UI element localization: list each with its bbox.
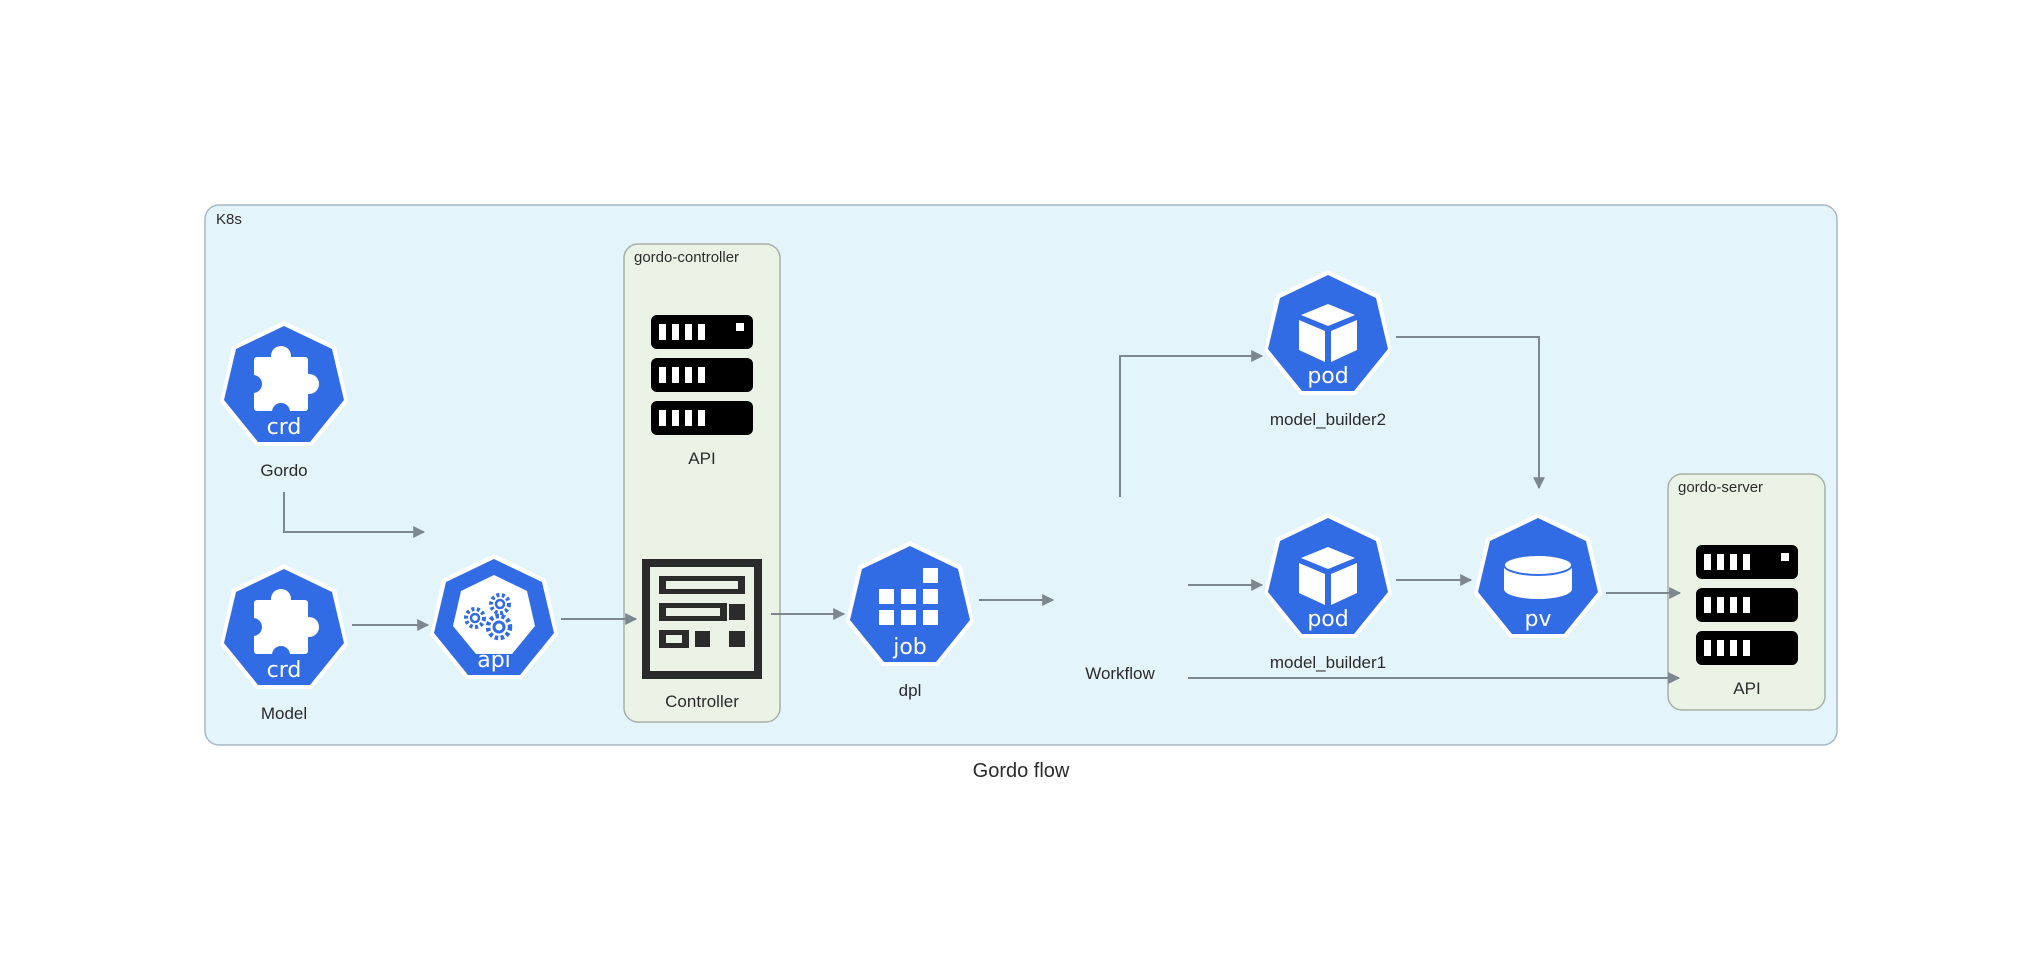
k8s-heptagon-icon	[1268, 275, 1388, 391]
node-model-builder1-label: model_builder1	[1270, 653, 1386, 672]
edge-model-builder2-to-pv	[1396, 336, 1545, 490]
node-pv[interactable]: pv	[1474, 513, 1602, 638]
badge-crd: crd	[267, 415, 302, 440]
node-workflow-label: Workflow	[1085, 664, 1155, 683]
edge-workflow-to-model-builder2	[1119, 350, 1264, 497]
node-model-builder1[interactable]: pod model_builder1	[1264, 513, 1392, 672]
node-workflow[interactable]: Workflow	[1085, 664, 1155, 683]
cluster-gordo-server-label: gordo-server	[1678, 479, 1763, 496]
node-server-api[interactable]: API	[1696, 545, 1798, 698]
cluster-k8s-label: K8s	[216, 211, 242, 228]
node-model-label: Model	[261, 704, 307, 723]
cluster-k8s: K8s	[204, 204, 1838, 746]
node-api[interactable]: api	[430, 554, 558, 679]
node-dpl[interactable]: job dpl	[846, 541, 974, 700]
badge-pod: pod	[1307, 364, 1348, 389]
cube-icon	[1299, 547, 1357, 605]
node-controller[interactable]: Controller	[642, 559, 762, 711]
badge-pv: pv	[1525, 607, 1552, 632]
grid-blocks-icon	[879, 568, 938, 625]
puzzle-icon	[244, 589, 319, 664]
node-gordo[interactable]: crd Gordo	[220, 321, 348, 480]
badge-api: api	[477, 648, 511, 673]
node-gordo-label: Gordo	[260, 461, 307, 480]
node-dpl-label: dpl	[899, 681, 922, 700]
node-server-api-label: API	[1733, 679, 1760, 698]
diagram-title: Gordo flow	[973, 760, 1070, 782]
server-rack-icon	[1696, 545, 1798, 665]
badge-pod: pod	[1307, 607, 1348, 632]
k8s-heptagon-icon	[1268, 518, 1388, 634]
node-controller-api-label: API	[688, 449, 715, 468]
badge-job: job	[892, 635, 927, 660]
puzzle-icon	[244, 346, 319, 421]
cluster-gordo-controller-label: gordo-controller	[634, 249, 739, 266]
node-controller-api[interactable]: API	[651, 315, 753, 468]
edge-gordo-to-api	[283, 492, 426, 538]
gears-icon	[464, 593, 513, 641]
node-controller-label: Controller	[665, 692, 739, 711]
edges	[283, 336, 1682, 684]
node-model[interactable]: crd Model	[220, 564, 348, 723]
badge-crd: crd	[267, 658, 302, 683]
control-panel-icon	[642, 559, 762, 679]
server-rack-icon	[651, 315, 753, 435]
node-model-builder2-label: model_builder2	[1270, 410, 1386, 429]
cylinder-icon	[1503, 554, 1573, 599]
cube-icon	[1299, 304, 1357, 362]
node-model-builder2[interactable]: pod model_builder2	[1264, 270, 1392, 429]
